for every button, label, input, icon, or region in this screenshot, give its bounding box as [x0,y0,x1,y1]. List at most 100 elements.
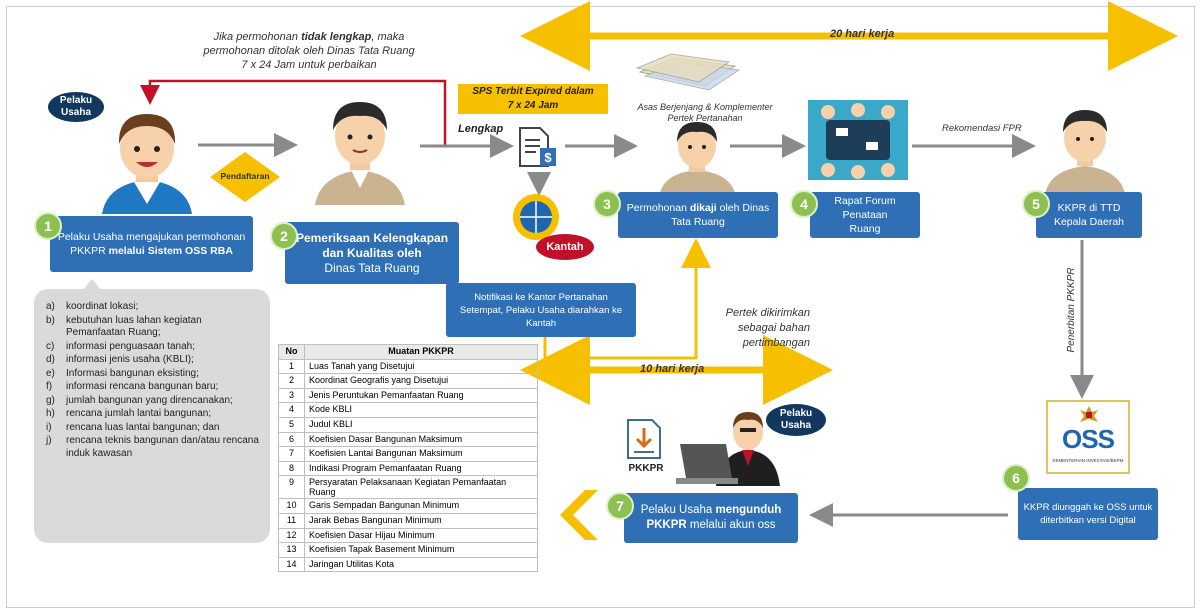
row-number: 6 [278,431,305,448]
row-content: Jaringan Utilitas Kota [304,556,538,573]
row-content: Jenis Peruntukan Pemanfaatan Ruang [304,387,538,404]
pendaftaran-diamond: Pendaftaran [210,152,280,202]
bpn-logo-icon [513,194,559,240]
step-2-text: Pemeriksaan Kelengkapan dan Kualitas ole… [295,230,449,275]
requirement-item: e)Informasi bangunan eksisting; [46,368,262,381]
col-no-header: No [278,344,305,360]
oss-logo-sub: KEMENTERIAN INVESTASI/BKPM [1052,458,1124,463]
row-number: 13 [278,542,305,558]
timeline-10-label: 10 hari kerja [640,363,705,375]
officer-person-icon [315,102,405,205]
return-note: Jika permohonan tidak lengkap, maka perm… [203,31,415,71]
reviewer-person-icon [660,122,735,193]
requirement-item: j)rencana teknis bangunan dan/atau renca… [46,435,262,460]
pendaftaran-label: Pendaftaran [220,171,270,181]
row-content: Kode KBLI [304,402,538,418]
notif-bracket [543,238,711,360]
notification-box: Notifikasi ke Kantor Pertanahan Setempat… [446,283,636,337]
garuda-icon [1080,406,1098,422]
head-of-region-person-icon [1045,110,1125,194]
chevron-left-icon [560,490,598,540]
laptop-user-icon [676,412,780,486]
row-number: 8 [278,460,305,477]
step-7-number: 7 [606,492,634,520]
rekomendasi-label: Rekomendasi FPR [942,123,1022,134]
row-number: 4 [278,402,305,418]
row-content: Garis Sempadan Bangunan Minimum [304,498,538,514]
requirement-text: informasi jenis usaha (KBLI); [66,354,194,365]
step-3-number: 3 [593,190,621,218]
row-content: Indikasi Program Pemanfaatan Ruang [304,460,538,477]
oss-logo-text: OSS [1062,424,1115,454]
asas-line1: Asas Berjenjang & Komplementer [637,102,773,112]
row-number: 7 [278,446,305,462]
svg-text:$: $ [544,150,552,165]
step-5-number: 5 [1022,190,1050,218]
row-content: Jarak Bebas Bangunan Minimum [304,512,538,529]
requirement-key: d) [46,354,55,365]
requirement-key: a) [46,301,55,312]
penerbitan-label: Penerbitan PKKPR [1066,267,1077,353]
timeline-20-label: 20 hari kerja [830,28,895,40]
step-3-box: Permohonan dikaji oleh Dinas Tata Ruang [618,192,778,238]
requirement-item: f) informasi rencana bangunan baru; [46,381,262,394]
sps-line2: 7 x 24 Jam [507,100,559,111]
requirement-text: informasi penguasaan tanah; [66,340,195,352]
row-number: 1 [278,358,305,375]
step-2-box: Pemeriksaan Kelengkapan dan Kualitas ole… [285,222,459,284]
step-2-number: 2 [270,222,298,250]
row-content: Koefisien Dasar Hijau Minimum [304,527,538,544]
applicant-person-icon [102,114,192,214]
step-4-box: Rapat Forum Penataan Ruang [810,192,920,238]
step-3-text: Permohonan dikaji oleh Dinas Tata Ruang [626,202,770,228]
requirements-list: a) koordinat lokasi; b)kebutuhan luas laha… [34,279,270,543]
requirement-text: informasi rencana bangunan baru; [66,381,219,392]
penerbitan-label-wrap: Penerbitan PKKPR [1064,256,1084,366]
step-1-number: 1 [34,212,62,240]
row-content: Koordinat Geografis yang Disetujui [304,373,538,389]
download-document-icon [627,419,661,459]
sps-box: SPS Terbit Expired dalam 7 x 24 Jam [458,84,608,114]
requirement-item: b)kebutuhan luas lahan kegiatan Pemanfaa… [46,315,262,340]
pkkpr-icon-label: PKKPR [628,463,664,474]
step-4-text: Rapat Forum Penataan Ruang [834,195,896,235]
requirement-item: g)jumlah bangunan yang direncanakan; [46,395,262,408]
row-content: Luas Tanah yang Disetujui [304,358,538,375]
step-7-box: Pelaku Usaha mengunduh PKKPR melalui aku… [624,493,798,543]
asas-label: Asas Berjenjang & Komplementer Pertek Pe… [620,102,790,124]
requirement-key: h) [46,408,55,419]
requirement-text: koordinat lokasi; [66,301,139,312]
document-money-icon: $ [519,127,556,167]
row-number: 14 [278,556,305,573]
pelaku-usaha-badge: Pelaku Usaha [48,92,104,122]
pertek-line3: pertimbangan [742,337,810,349]
requirement-text: kebutuhan luas lahan kegiatan Pemanfaata… [66,314,202,339]
step-5-text: KKPR di TTD Kepala Daerah [1053,202,1125,228]
step-1-text: Pelaku Usaha mengajukan permohonan PKKPR… [57,231,246,257]
requirement-text: rencana teknis bangunan dan/atau rencana… [66,435,259,459]
requirement-key: f) [46,381,53,392]
row-number: 2 [278,373,305,389]
row-number: 11 [278,512,305,529]
step-1-box: Pelaku Usaha mengajukan permohonan PKKPR… [50,216,253,272]
requirement-item: h)rencana jumlah lantai bangunan; [46,408,262,421]
step-6-box: KKPR diunggah ke OSS untuk diterbitkan v… [1018,488,1158,540]
requirement-item: a) koordinat lokasi; [46,301,262,314]
requirement-text: rencana luas lantai bangunan; dan [66,421,220,433]
step-4-number: 4 [790,190,818,218]
pertek-note: Pertek dikirimkan sebagai bahan pertimba… [700,306,810,351]
maps-stack-icon [635,53,741,91]
requirement-item: c)informasi penguasaan tanah; [46,341,262,354]
